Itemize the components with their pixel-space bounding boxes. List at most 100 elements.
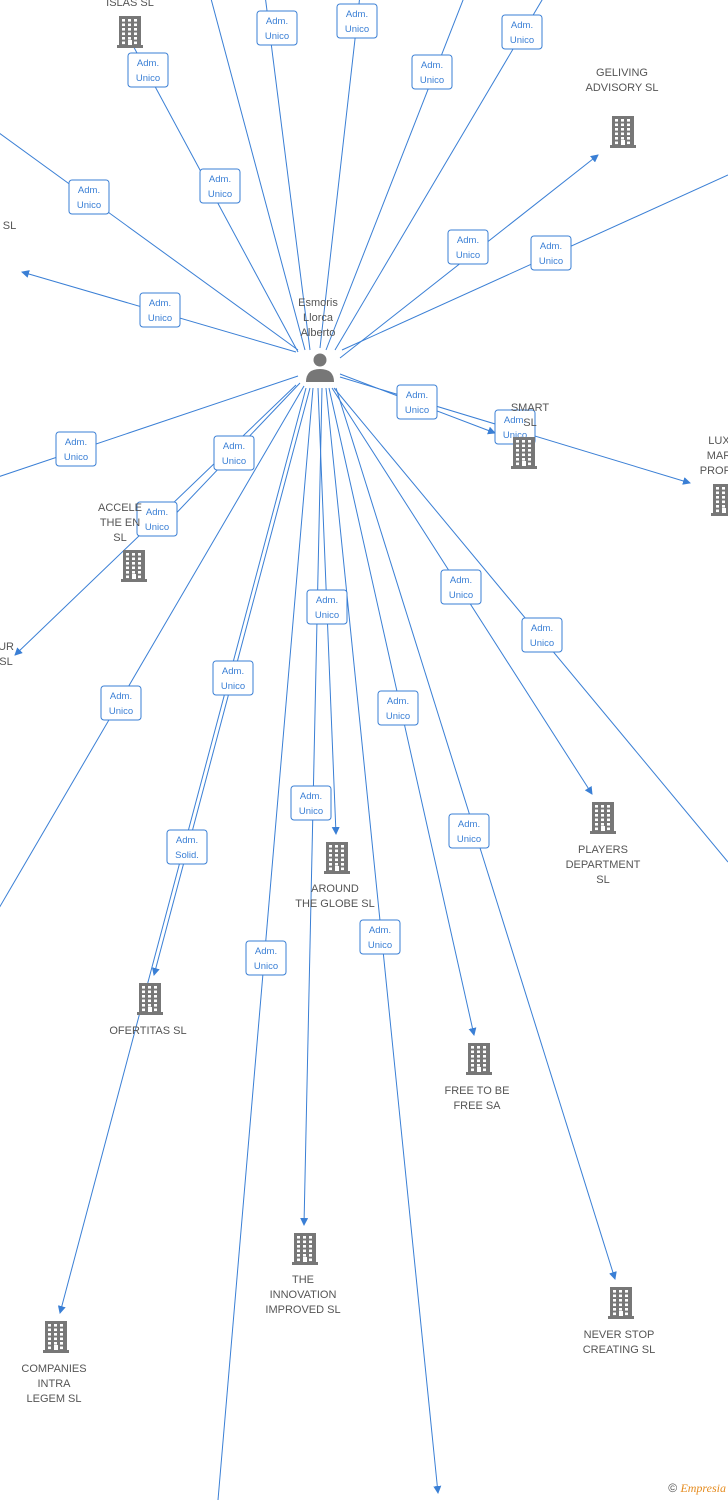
edge-label-text: Adm. [421, 60, 443, 71]
edge-line [325, 0, 464, 351]
edge-role-label[interactable]: Adm.Solid. [166, 829, 208, 865]
edge-label-text: Unico [208, 189, 232, 200]
company-label: AROUND [311, 883, 359, 895]
edge-role-label[interactable]: Adm.Unico [256, 10, 298, 46]
edge-role-label[interactable]: Adm.Unico [411, 54, 453, 90]
edge-label-text: Adm. [223, 441, 245, 452]
company-node-islas[interactable]: ISLAS SL [106, 0, 154, 48]
edge-role-label[interactable]: Adm.Unico [139, 292, 181, 328]
edge-role-label[interactable]: Adm.Unico [501, 14, 543, 50]
building-icon [324, 842, 350, 874]
company-label: NEVER STOP [584, 1329, 655, 1341]
edge-label-text: Adm. [149, 298, 171, 309]
edge-label-text: Adm. [511, 20, 533, 31]
edge-role-label[interactable]: Adm.Unico [396, 384, 438, 420]
edge-label-text: Adm. [531, 623, 553, 634]
company-label: R SL [0, 220, 16, 232]
footer-brand: © Empresia [668, 1481, 726, 1496]
company-node-r-sl[interactable]: R SL [0, 220, 16, 256]
building-icon [590, 802, 616, 834]
building-icon [117, 16, 143, 48]
edge-label-text: Unico [503, 430, 527, 441]
company-label: COMPANIES [21, 1363, 86, 1375]
edge-role-label[interactable]: Adm. Unico [447, 229, 489, 265]
edge-label-text: Solid. [175, 850, 199, 861]
edge-role-label[interactable]: Adm. Unico [100, 685, 142, 721]
edge-label-text: Adm. [266, 16, 288, 27]
edge-role-label[interactable]: Adm.Unico [359, 919, 401, 955]
company-node-lux[interactable]: LUXMARPROPE [700, 435, 728, 516]
edge-label-text: Adm. [110, 691, 132, 702]
edge-label-box [377, 690, 419, 726]
edge-role-label[interactable]: Adm.Unico [199, 168, 241, 204]
brand-name[interactable]: Empresia [680, 1481, 726, 1495]
edge-role-label[interactable]: Adm.Unico [127, 52, 169, 88]
edge-label-box [199, 168, 241, 204]
edge-label-text: Adm. [300, 791, 322, 802]
edge-label-box [448, 813, 490, 849]
edge-role-label[interactable]: Adm.Unico [55, 431, 97, 467]
edge-label-text: Unico [299, 806, 323, 817]
edge-role-label[interactable]: Adm.Unico [448, 813, 490, 849]
edge-label-box [136, 501, 178, 537]
company-label: SMART [511, 402, 550, 414]
edge-role-label[interactable]: Adm.Unico [212, 660, 254, 696]
edge-role-label[interactable]: Adm.Unico [521, 617, 563, 653]
edge-role-label[interactable]: Adm.Unico [213, 435, 255, 471]
edge-line [265, 0, 311, 351]
company-label: OFERTITAS SL [109, 1025, 186, 1037]
copyright-symbol: © [668, 1481, 678, 1495]
company-label: LUX [708, 435, 728, 447]
building-icon [711, 484, 728, 516]
company-node-ofertitas[interactable]: OFERTITAS SL [109, 983, 187, 1037]
edge-line [0, 375, 299, 477]
edge-role-label[interactable]: Adm. Unico [530, 235, 572, 271]
edge-label-box [256, 10, 298, 46]
edge-label-text: Adm. [457, 235, 479, 246]
edge-role-label[interactable]: Adm.Unico [377, 690, 419, 726]
edge-label-box [290, 785, 332, 821]
edge-label-text: Unico [221, 681, 245, 692]
edge-label-box [245, 940, 287, 976]
edge-label-text: Unico [64, 452, 88, 463]
edge-line [0, 385, 305, 908]
person-name-label: Llorca [303, 312, 334, 324]
edge-label-text: Adm. [540, 241, 562, 252]
company-label: INNOVATION [270, 1289, 337, 1301]
edge-role-label[interactable]: Adm.Unico [440, 569, 482, 605]
edge-role-label[interactable]: Adm. Unico [290, 785, 332, 821]
edge-label-text: Adm. [387, 696, 409, 707]
edge-role-label[interactable]: Adm.Unico [136, 501, 178, 537]
edge-label-box [213, 435, 255, 471]
company-label: ACCELE [98, 502, 142, 514]
company-label: IMPROVED SL [265, 1304, 340, 1316]
edge-label-box [127, 52, 169, 88]
edge-role-label[interactable]: Adm.Unico [336, 3, 378, 39]
building-icon [121, 550, 147, 582]
edge-labels-layer: Adm.UnicoAdm.UnicoAdm.UnicoAdm.UnicoAdm.… [55, 3, 572, 976]
edge-role-label[interactable]: Adm.Unico [68, 179, 110, 215]
edge-label-box [521, 617, 563, 653]
edge-label-text: Adm. [369, 925, 391, 936]
company-label: FREE TO BE [444, 1085, 509, 1097]
company-label: DEPARTMENT [566, 859, 641, 871]
edge-label-text: Unico [109, 706, 133, 717]
edge-label-text: Unico [457, 834, 481, 845]
edge-role-label[interactable]: Adm.Unico [245, 940, 287, 976]
edge-label-text: Unico [405, 405, 429, 416]
edge-label-text: Unico [539, 256, 563, 267]
company-label: INTRA [38, 1378, 72, 1390]
edge-role-label[interactable]: Adm.Unico [306, 589, 348, 625]
edge-label-text: Unico [456, 250, 480, 261]
